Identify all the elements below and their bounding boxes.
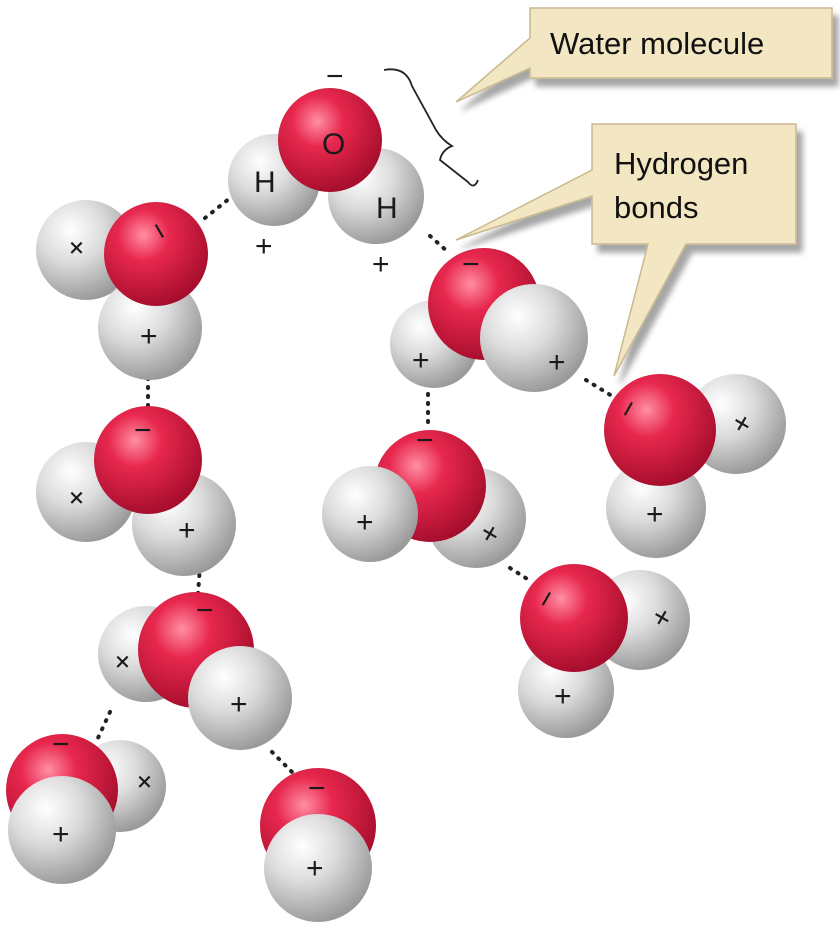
positive-charge: + [548,346,566,379]
hydrogen-atom [264,814,372,922]
hydrogen-atom [480,284,588,392]
hbond-line [508,566,534,584]
negative-charge: − [134,414,152,447]
water-molecule: − + [260,768,376,922]
positive-charge: + [646,498,664,531]
positive-charge: + [306,852,324,885]
water-molecule: + − + [98,592,292,750]
oxygen-atom [604,374,716,486]
callout-hydrogen-bonds [455,123,797,377]
water-molecule: − + + [322,424,526,568]
oxygen-label: O [322,128,345,161]
water-molecule: + − + [36,200,208,380]
positive-charge: + [52,818,70,851]
callout-hydrogen-bonds-box [455,123,797,377]
negative-charge: − [196,594,214,627]
water-molecule: − + + [604,374,786,558]
hbond-line [203,196,232,220]
positive-charge: + [178,514,196,547]
positive-charge: + [230,688,248,721]
positive-charge: + [554,680,572,713]
hydrogen-label: H [254,166,276,199]
positive-charge: + [412,344,430,377]
hydrogen-atom [322,466,418,562]
positive-charge: + [356,506,374,539]
molecule-bracket [383,68,479,187]
oxygen-atom [278,88,382,192]
hbond-line [270,750,294,774]
water-molecule: + − + [6,728,166,884]
negative-charge: − [462,248,480,281]
oxygen-atom [520,564,628,672]
hydrogen-label: H [376,192,398,225]
water-molecule-labeled: O H H − + + [228,60,424,281]
callout-water-molecule [455,7,833,103]
callout-hydrogen-bonds-line2: bonds [614,190,698,225]
positive-charge: + [372,248,390,281]
water-molecule: − + + [518,564,690,738]
hydrogen-bond-lines [96,196,614,774]
water-molecule: − + + [390,248,588,392]
callout-water-molecule-box [455,7,833,103]
hydrogen-atom [606,458,706,558]
hydrogen-atom [188,646,292,750]
hbond-line [584,378,614,398]
callout-water-molecule-label: Water molecule [550,26,764,61]
hbond-line [96,710,112,740]
negative-charge: − [308,772,326,805]
callout-hydrogen-bonds-line1: Hydrogen [614,146,748,181]
negative-charge: − [416,424,434,457]
negative-charge: − [326,60,344,93]
water-molecule: + − + [36,406,236,576]
negative-charge: − [52,728,70,761]
hydrogen-atom [8,776,116,884]
positive-charge: + [255,230,273,263]
positive-charge: + [140,320,158,353]
oxygen-atom [104,202,208,306]
oxygen-atom [94,406,202,514]
molecules: O H H − + + + − + + − + [6,60,786,922]
hbond-line [428,234,450,254]
